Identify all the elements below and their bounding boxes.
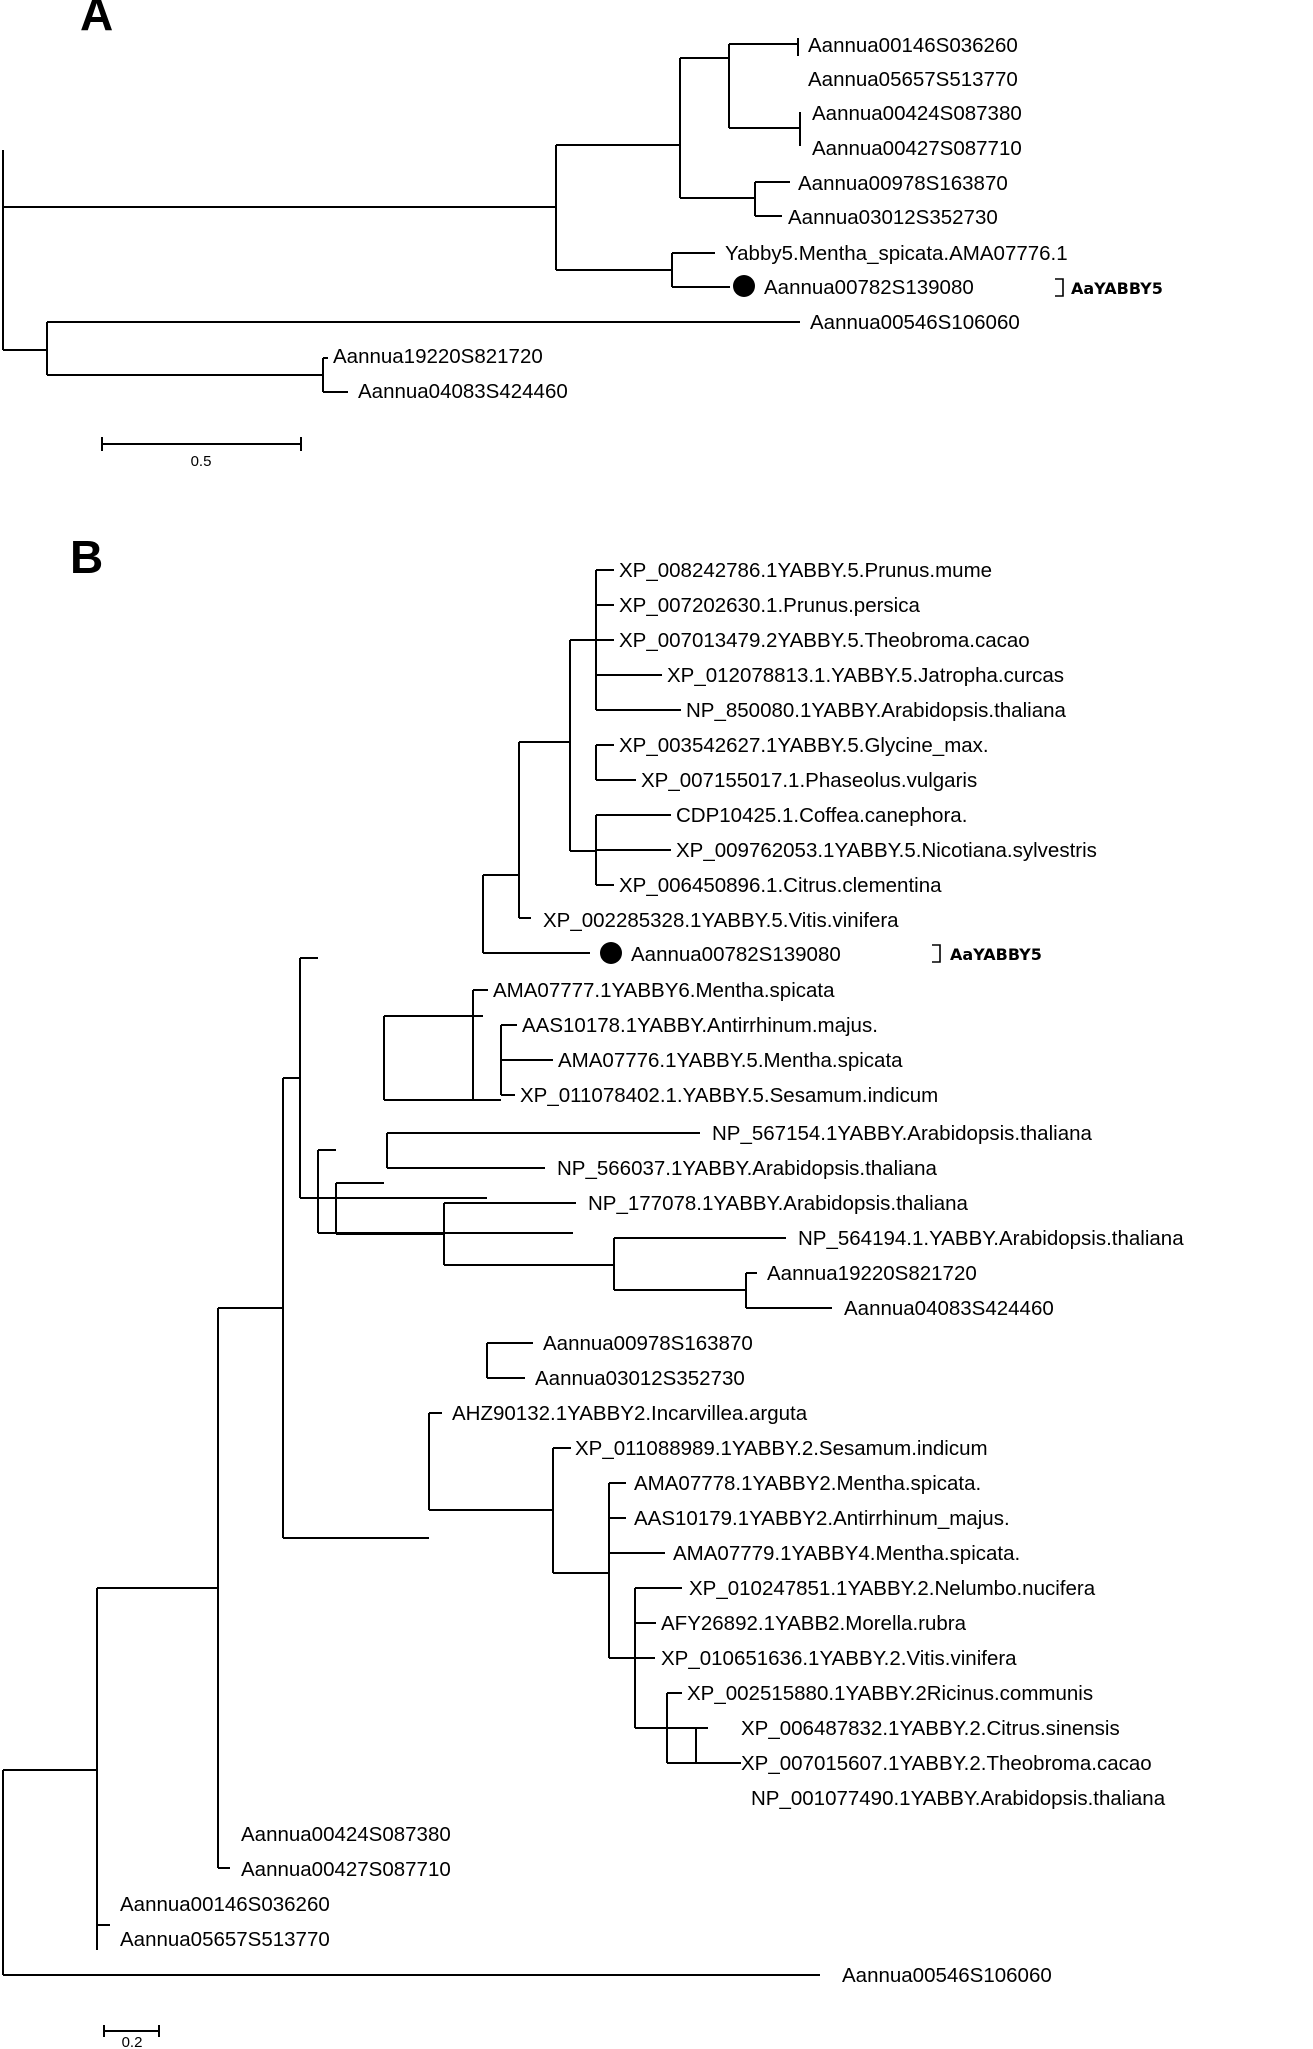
leaf-label: XP_006450896.1.Citrus.clementina — [619, 874, 942, 897]
leaf-label: AMA07777.1YABBY6.Mentha.spicata — [493, 979, 835, 1002]
leaf-label: Aannua00978S163870 — [798, 172, 1008, 195]
clade-label-aayabby5: AaYABBY5 — [950, 945, 1042, 964]
leaf-label: NP_850080.1YABBY.Arabidopsis.thaliana — [686, 699, 1066, 722]
leaf-label: Aannua05657S513770 — [808, 68, 1018, 91]
leaf-label: Aannua04083S424460 — [844, 1297, 1054, 1320]
panel-b-scale-bar: 0.2 — [103, 2025, 160, 2049]
leaf-label: Aannua03012S352730 — [535, 1367, 745, 1390]
clade-label-aayabby5: AaYABBY5 — [1071, 279, 1163, 298]
leaf-label: NP_564194.1.YABBY.Arabidopsis.thaliana — [798, 1227, 1184, 1250]
leaf-label: AHZ90132.1YABBY2.Incarvillea.arguta — [452, 1402, 808, 1425]
leaf-label: XP_010247851.1YABBY.2.Nelumbo.nucifera — [689, 1577, 1096, 1600]
panel-b: B — [2, 531, 1184, 2049]
panel-b-leaf-labels: XP_008242786.1YABBY.5.Prunus.mume XP_007… — [120, 559, 1184, 1987]
leaf-label: Yabby5.Mentha_spicata.AMA07776.1 — [725, 242, 1068, 265]
panel-b-letter: B — [70, 531, 103, 583]
leaf-label: Aannua00782S139080 — [764, 276, 974, 299]
leaf-label: XP_011088989.1YABBY.2.Sesamum.indicum — [575, 1437, 988, 1460]
leaf-label: Aannua04083S424460 — [358, 380, 568, 403]
leaf-label: AMA07779.1YABBY4.Mentha.spicata. — [673, 1542, 1020, 1565]
leaf-label: Aannua19220S821720 — [333, 345, 543, 368]
panel-b-tree — [2, 569, 832, 1976]
panel-a: A — [2, 0, 1163, 470]
leaf-label: Aannua19220S821720 — [767, 1262, 977, 1285]
leaf-label: NP_177078.1YABBY.Arabidopsis.thaliana — [588, 1192, 968, 1215]
leaf-label: AMA07776.1YABBY.5.Mentha.spicata — [558, 1049, 903, 1072]
clade-bracket — [932, 944, 941, 963]
leaf-label: Aannua00782S139080 — [631, 943, 841, 966]
panel-a-tree — [2, 38, 801, 393]
leaf-label: XP_007013479.2YABBY.5.Theobroma.cacao — [619, 629, 1030, 652]
leaf-label: XP_002285328.1YABBY.5.Vitis.vinifera — [543, 909, 899, 932]
leaf-label: AFY26892.1YABB2.Morella.rubra — [661, 1612, 967, 1635]
panel-a-scale-bar: 0.5 — [101, 437, 302, 470]
leaf-label: XP_002515880.1YABBY.2Ricinus.communis — [687, 1682, 1093, 1705]
leaf-label: Aannua00427S087710 — [812, 137, 1022, 160]
leaf-label: XP_006487832.1YABBY.2.Citrus.sinensis — [741, 1717, 1120, 1740]
leaf-label: Aannua03012S352730 — [788, 206, 998, 229]
leaf-label: XP_008242786.1YABBY.5.Prunus.mume — [619, 559, 992, 582]
highlight-marker-icon — [733, 275, 755, 297]
leaf-label: XP_007015607.1YABBY.2.Theobroma.cacao — [741, 1752, 1152, 1775]
leaf-label: XP_011078402.1.YABBY.5.Sesamum.indicum — [520, 1084, 938, 1107]
leaf-label: AAS10178.1YABBY.Antirrhinum.majus. — [522, 1014, 878, 1037]
leaf-label: XP_010651636.1YABBY.2.Vitis.vinifera — [661, 1647, 1017, 1670]
leaf-label: Aannua00146S036260 — [808, 34, 1018, 57]
leaf-label: NP_001077490.1YABBY.Arabidopsis.thaliana — [751, 1787, 1166, 1810]
leaf-label: XP_012078813.1.YABBY.5.Jatropha.curcas — [667, 664, 1064, 687]
leaf-label: XP_003542627.1YABBY.5.Glycine_max. — [619, 734, 989, 757]
leaf-label: CDP10425.1.Coffea.canephora. — [676, 804, 967, 827]
scale-bar-label: 0.5 — [191, 453, 212, 470]
leaf-label: Aannua00146S036260 — [120, 1893, 330, 1916]
leaf-label: Aannua00424S087380 — [241, 1823, 451, 1846]
leaf-label: AMA07778.1YABBY2.Mentha.spicata. — [634, 1472, 981, 1495]
leaf-label: XP_007202630.1.Prunus.persica — [619, 594, 920, 617]
scale-bar-label: 0.2 — [122, 2034, 143, 2049]
leaf-label: Aannua00546S106060 — [810, 311, 1020, 334]
leaf-label: NP_567154.1YABBY.Arabidopsis.thaliana — [712, 1122, 1092, 1145]
leaf-label: NP_566037.1YABBY.Arabidopsis.thaliana — [557, 1157, 937, 1180]
panel-a-letter: A — [80, 0, 113, 40]
highlight-marker-icon — [600, 942, 622, 964]
leaf-label: Aannua00546S106060 — [842, 1964, 1052, 1987]
leaf-label: Aannua05657S513770 — [120, 1928, 330, 1951]
leaf-label: XP_009762053.1YABBY.5.Nicotiana.sylvestr… — [676, 839, 1097, 862]
leaf-label: Aannua00427S087710 — [241, 1858, 451, 1881]
leaf-label: Aannua00424S087380 — [812, 102, 1022, 125]
leaf-label: AAS10179.1YABBY2.Antirrhinum_majus. — [634, 1507, 1010, 1530]
clade-bracket — [1055, 278, 1064, 297]
panel-a-leaf-labels: Aannua00146S036260 Aannua05657S513770 Aa… — [333, 34, 1163, 403]
leaf-label: XP_007155017.1.Phaseolus.vulgaris — [641, 769, 977, 792]
leaf-label: Aannua00978S163870 — [543, 1332, 753, 1355]
